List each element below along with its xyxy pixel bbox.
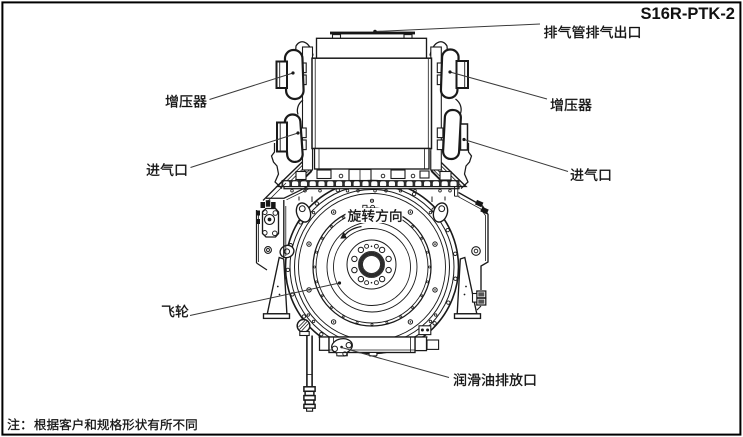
svg-text:S16R-PTK-2: S16R-PTK-2 [641, 5, 735, 23]
